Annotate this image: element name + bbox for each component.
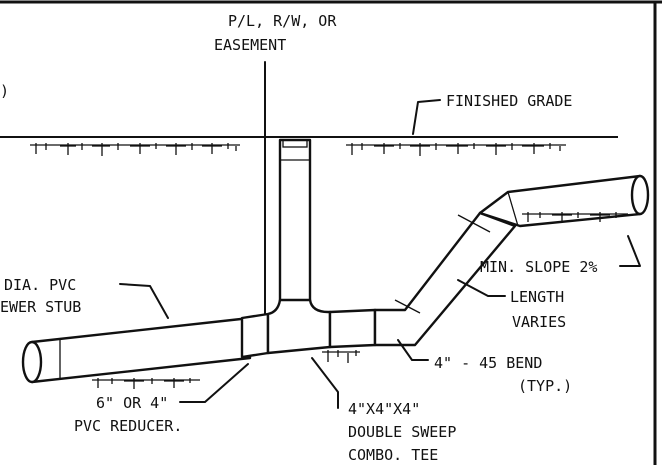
property-line-label-2: EASEMENT bbox=[214, 36, 286, 54]
length-varies-label-2: VARIES bbox=[512, 313, 566, 331]
tee-label-3: COMBO. TEE bbox=[348, 446, 438, 464]
property-line-label-1: P/L, R/W, OR bbox=[228, 12, 337, 30]
min-slope-label: MIN. SLOPE 2% bbox=[480, 258, 597, 276]
length-varies-label-1: LENGTH bbox=[510, 288, 564, 306]
leader-lines bbox=[119, 99, 641, 409]
cleanout-riser bbox=[278, 138, 312, 307]
soil-hatching-left bbox=[30, 143, 240, 156]
tee-leader bbox=[311, 357, 339, 409]
length-varies-leader bbox=[457, 279, 506, 297]
reducer-label-1: 6" OR 4" bbox=[96, 394, 168, 412]
stub-label-1: DIA. PVC bbox=[4, 276, 76, 294]
bend-leader bbox=[397, 339, 429, 361]
labels: P/L, R/W, OR EASEMENT ) FINISHED GRADE M… bbox=[0, 12, 597, 464]
tee-label-1: 4"X4"X4" bbox=[348, 400, 420, 418]
reducer-leader bbox=[179, 363, 249, 403]
stub-label-2: EWER STUB bbox=[0, 298, 81, 316]
stub-leader bbox=[119, 283, 169, 319]
finished-grade-leader bbox=[412, 99, 441, 135]
sewer-stub-pipe bbox=[21, 316, 252, 384]
reducer-label-2: PVC REDUCER. bbox=[74, 417, 182, 435]
soil-hatching-right bbox=[346, 143, 566, 156]
double-sweep-tee bbox=[266, 298, 332, 355]
pvc-reducer bbox=[240, 312, 270, 359]
bend-label-1: 4" - 45 BEND bbox=[434, 354, 542, 372]
finished-grade-label: FINISHED GRADE bbox=[446, 92, 572, 110]
left-cut-mark: ) bbox=[0, 82, 9, 100]
bend-label-2: (TYP.) bbox=[518, 377, 572, 395]
tee-label-2: DOUBLE SWEEP bbox=[348, 423, 456, 441]
bedding-hatching bbox=[92, 212, 628, 389]
bend-and-riser-pipe bbox=[328, 174, 650, 349]
min-slope-leader bbox=[619, 235, 641, 267]
